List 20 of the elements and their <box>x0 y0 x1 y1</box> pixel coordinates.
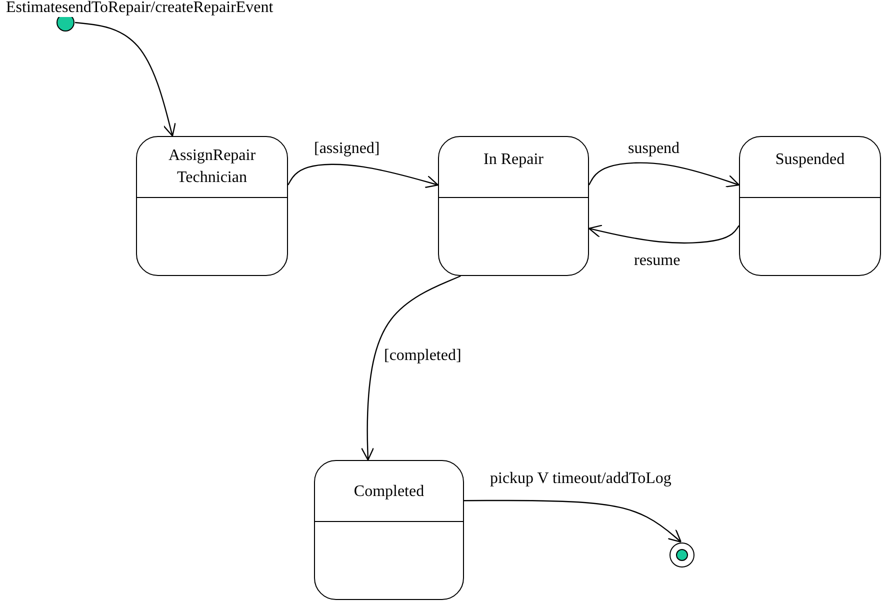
transition-arrow <box>287 164 439 188</box>
state-box <box>739 136 881 276</box>
transition-arrow <box>74 22 176 137</box>
edge-label: suspend <box>626 140 682 158</box>
edge-label: EstimatesendToRepair/createRepairEvent <box>4 0 276 17</box>
edge-label: [assigned] <box>312 140 382 158</box>
transition-arrow <box>361 275 461 461</box>
state-name: Completed <box>352 482 426 502</box>
state-box <box>438 136 589 276</box>
final-state-icon <box>669 542 695 568</box>
state-box <box>136 136 288 276</box>
state-box <box>314 460 464 600</box>
state-name: Suspended <box>774 150 846 170</box>
transition-arrow <box>588 162 740 188</box>
edge-label: [completed] <box>382 347 464 365</box>
state-name: In Repair <box>482 150 544 170</box>
transition-arrow <box>588 224 740 244</box>
edge-label: pickup V timeout/addToLog <box>488 470 674 488</box>
transition-arrow <box>464 500 682 543</box>
state-name: AssignRepair Technician <box>167 146 257 188</box>
